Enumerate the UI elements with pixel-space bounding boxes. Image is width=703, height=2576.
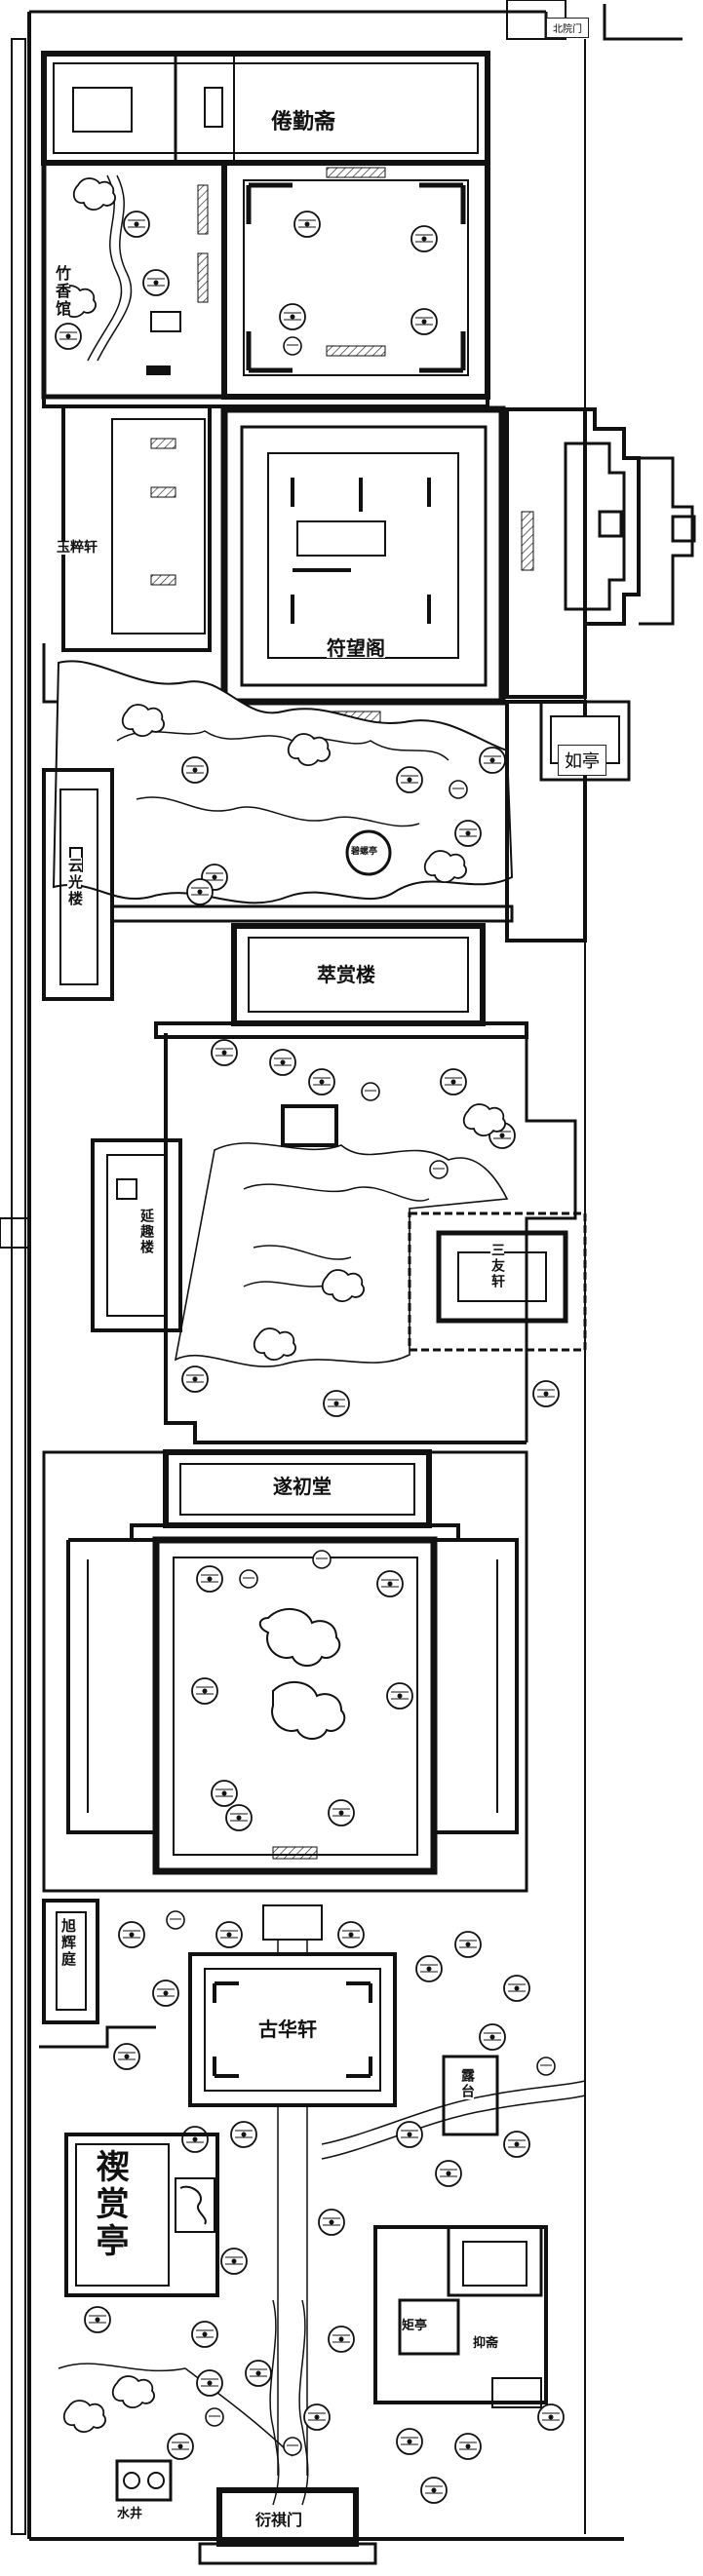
tree-icon: [283, 336, 302, 356]
tree-icon: [410, 308, 438, 335]
tree-icon: [479, 747, 506, 774]
tree-icon: [269, 1049, 296, 1076]
well-icon: [123, 2472, 140, 2489]
rockery-icon: [111, 2375, 155, 2408]
tree-icon: [84, 2306, 111, 2333]
tree-icon: [386, 1682, 413, 1710]
label-fangqian-gate: 衍祺门: [255, 2511, 303, 2529]
tree-icon: [454, 820, 482, 847]
tree-icon: [312, 1550, 332, 1569]
tree-icon: [167, 2433, 194, 2460]
tree-icon: [293, 211, 321, 238]
tree-icon: [323, 1390, 350, 1417]
label-fuwang-ge: 符望阁: [327, 636, 385, 660]
tree-icon: [376, 1570, 404, 1597]
tree-icon: [152, 1980, 179, 2007]
tree-icon: [435, 2160, 462, 2187]
suichu-tang-courtyard: [42, 1449, 528, 1893]
tree-icon: [225, 1804, 253, 1831]
tree-icon: [537, 2403, 565, 2431]
tree-icon: [220, 2248, 248, 2275]
label-ju-ting: 矩亭: [402, 2319, 428, 2333]
tree-icon: [318, 2209, 345, 2236]
tree-icon: [123, 211, 150, 238]
tree-icon: [181, 2126, 209, 2153]
tree-icon: [415, 1955, 443, 1982]
tree-icon: [429, 1160, 449, 1179]
east-annex-wall: [585, 407, 641, 626]
rockery-icon: [462, 1103, 506, 1136]
tree-icon: [186, 878, 214, 905]
juanqin-zhai-courtyard: [41, 51, 490, 408]
fuwang-ge-courtyard: [42, 404, 696, 724]
tree-icon: [205, 2407, 224, 2427]
tree-icon: [191, 1677, 218, 1705]
tree-icon: [55, 323, 82, 350]
tree-icon: [279, 303, 306, 330]
label-bicuo-ting: 碧螺亭: [351, 847, 378, 857]
label-yanqu-lou: 延趣楼: [138, 1209, 154, 1255]
tree-icon: [532, 1380, 560, 1407]
tree-icon: [118, 1921, 145, 1948]
tree-icon: [142, 269, 170, 296]
tree-icon: [230, 2121, 257, 2148]
label-yucui-xuan: 玉粹轩: [57, 540, 98, 556]
tree-icon: [181, 756, 209, 784]
tree-icon: [283, 2437, 302, 2456]
tree-icon: [211, 1039, 238, 1066]
tree-icon: [245, 2360, 272, 2387]
cuishang-lou-courtyard: [91, 923, 587, 1444]
west-wall: [11, 38, 26, 2535]
tree-icon: [396, 2428, 423, 2455]
tree-icon: [454, 2433, 482, 2460]
label-ru-ting: 如亭: [558, 745, 606, 776]
tree-icon: [396, 2121, 423, 2148]
tree-icon: [181, 1365, 209, 1393]
rockery-icon: [62, 2400, 106, 2433]
tree-icon: [440, 1068, 467, 1096]
tree-icon: [503, 2131, 530, 2158]
guhua-xuan-courtyard: [42, 1899, 586, 2476]
label-shui-jing: 水井: [117, 2507, 143, 2521]
south-garden: [39, 2025, 548, 2565]
tree-icon: [196, 1565, 223, 1593]
label-suichu-tang: 遂初堂: [273, 1475, 332, 1498]
tree-icon: [196, 2369, 223, 2397]
label-guhua-xuan: 古华轩: [258, 2018, 317, 2041]
tree-icon: [361, 1082, 380, 1101]
rockery-icon: [321, 1269, 365, 1302]
tree-icon: [303, 2403, 331, 2431]
tree-icon: [454, 1931, 482, 1958]
rockery-icon: [72, 177, 116, 211]
tree-icon: [239, 1569, 258, 1589]
tree-icon: [420, 2477, 448, 2504]
label-yi-zhai: 抑斋: [473, 2336, 499, 2351]
label-zhuxiang-guan: 竹香馆: [53, 265, 71, 318]
label-xuhui-ting: 旭辉庭: [59, 1918, 77, 1968]
label-beiyuan-gate: 北院门: [546, 18, 589, 38]
label-lou-tai: 露台: [459, 2068, 475, 2099]
tree-icon: [337, 1921, 365, 1948]
tree-icon: [191, 2321, 218, 2348]
tree-icon: [410, 225, 438, 252]
tree-icon: [328, 1799, 355, 1826]
label-yunguang-lou: 云光楼: [66, 858, 84, 907]
tree-icon: [449, 780, 468, 799]
label-juanqin-zhai: 倦勤斋: [271, 110, 336, 135]
tree-icon: [503, 1975, 530, 2002]
tree-icon: [211, 1780, 238, 1807]
tree-icon: [396, 766, 423, 793]
tree-icon: [308, 1068, 335, 1096]
tree-icon: [215, 1921, 243, 1948]
label-sanyou-xuan: 三友轩: [489, 1243, 505, 1289]
tree-icon: [479, 2023, 506, 2051]
rockery-icon: [253, 1327, 296, 1361]
tree-icon: [113, 2043, 140, 2070]
tree-icon: [536, 2057, 556, 2076]
label-xishang-ting: 禊赏亭: [90, 2149, 129, 2260]
label-cuishang-lou: 萃赏楼: [317, 963, 375, 986]
tree-icon: [166, 1910, 185, 1930]
tree-icon: [328, 2326, 355, 2353]
